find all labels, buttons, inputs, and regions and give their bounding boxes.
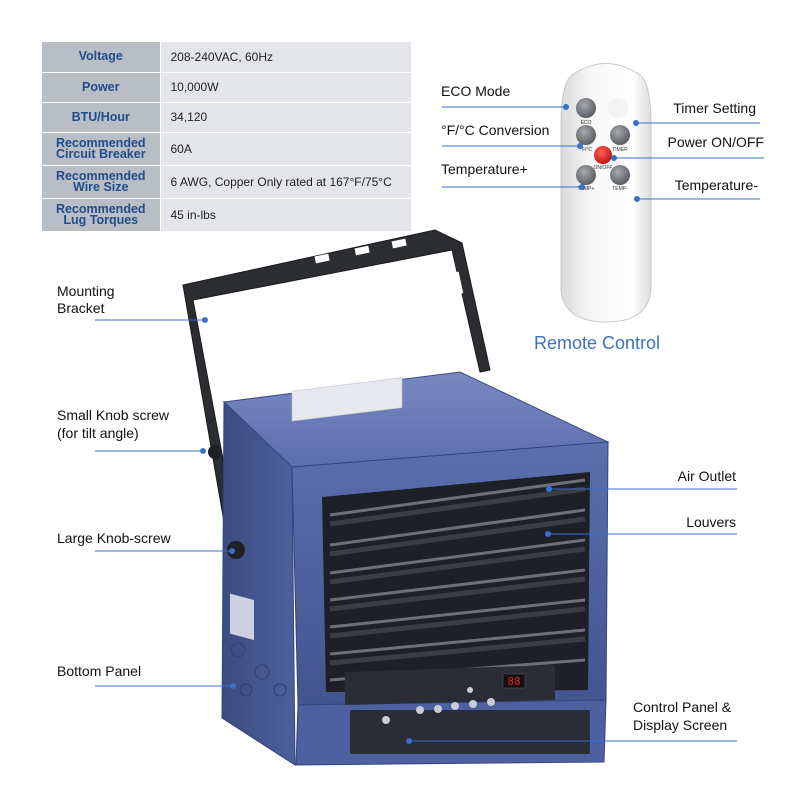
- spec-row-btu: BTU/Hour 34,120: [42, 102, 412, 133]
- remote-timer-label: TIMER: [612, 147, 628, 153]
- spec-row-breaker: Recommended Circuit Breaker 60A: [42, 132, 412, 166]
- callout-control-panel-line2: Display Screen: [633, 717, 728, 733]
- remote-fc-label: °F/°C: [580, 147, 592, 153]
- spec-label: BTU/Hour: [42, 102, 161, 133]
- callout-timer-setting: Timer Setting: [673, 100, 756, 116]
- large-knob: [227, 541, 245, 559]
- callout-control-panel-line1: Control Panel &: [633, 699, 732, 715]
- spec-row-wire: Recommended Wire Size 6 AWG, Copper Only…: [42, 165, 412, 199]
- spec-value: 34,120: [160, 102, 412, 133]
- spec-label: Voltage: [42, 42, 161, 73]
- spec-value: 6 AWG, Copper Only rated at 167°F/75°C: [160, 165, 412, 199]
- spec-value: 60A: [160, 132, 412, 166]
- spec-value: 10,000W: [160, 72, 412, 103]
- spec-row-torque: Recommended Lug Torques 45 in-lbs: [42, 198, 412, 232]
- control-buttons: [382, 687, 495, 724]
- spec-row-power: Power 10,000W: [42, 72, 412, 103]
- spec-value: 45 in-lbs: [160, 198, 412, 232]
- callout-air-outlet: Air Outlet: [677, 468, 736, 484]
- remote-timer-button[interactable]: [610, 125, 630, 145]
- remote-callout-lines: [442, 106, 764, 200]
- remote-temp-minus-label: TEMP-: [612, 186, 628, 192]
- remote-temp-plus-button[interactable]: [576, 165, 596, 185]
- remote-control: ECO °F/°C TIMER ON/OFF TEMP+ TEMP-: [560, 63, 652, 323]
- callout-fc-conversion: °F/°C Conversion: [441, 122, 550, 138]
- callout-temperature-minus: Temperature-: [674, 177, 758, 193]
- remote-callout-dots: [563, 104, 640, 202]
- heater-callout-lines: [95, 319, 737, 742]
- spec-label: Recommended Lug Torques: [42, 198, 161, 232]
- callout-large-knob: Large Knob-screw: [57, 530, 171, 546]
- remote-temp-plus-label: TEMP+: [578, 186, 595, 192]
- control-panel: [345, 665, 555, 705]
- callout-power-on-off: Power ON/OFF: [667, 134, 764, 150]
- callout-small-knob-line2: (for tilt angle): [57, 425, 139, 441]
- heater: 88: [182, 229, 610, 766]
- small-knob: [208, 445, 222, 459]
- remote-power-button[interactable]: [594, 146, 612, 164]
- spec-value: 208-240VAC, 60Hz: [160, 42, 412, 73]
- callout-mounting-bracket-line1: Mounting: [57, 283, 115, 299]
- spec-label: Recommended Wire Size: [42, 165, 161, 199]
- display-reading: 88: [507, 675, 520, 688]
- spec-table: Voltage 208-240VAC, 60Hz Power 10,000W B…: [42, 42, 412, 232]
- remote-onoff-label: ON/OFF: [594, 165, 613, 171]
- callout-small-knob-line1: Small Knob screw: [57, 407, 170, 423]
- spec-label: Recommended Circuit Breaker: [42, 132, 161, 166]
- remote-eco-label: ECO: [581, 120, 592, 126]
- remote-control-title: Remote Control: [534, 333, 661, 353]
- callout-louvers: Louvers: [686, 514, 736, 530]
- spec-row-voltage: Voltage 208-240VAC, 60Hz: [42, 42, 412, 73]
- remote-temp-minus-button[interactable]: [610, 165, 630, 185]
- remote-fc-button[interactable]: [576, 125, 596, 145]
- callout-eco-mode: ECO Mode: [441, 83, 511, 99]
- callout-mounting-bracket-line2: Bracket: [57, 300, 105, 316]
- remote-eco-button[interactable]: [576, 98, 596, 118]
- heater-callout-dots: [200, 317, 552, 744]
- callout-temperature-plus: Temperature+: [441, 161, 528, 177]
- display-screen: [502, 673, 526, 689]
- callout-bottom-panel: Bottom Panel: [57, 663, 142, 679]
- spec-label: Power: [42, 72, 161, 103]
